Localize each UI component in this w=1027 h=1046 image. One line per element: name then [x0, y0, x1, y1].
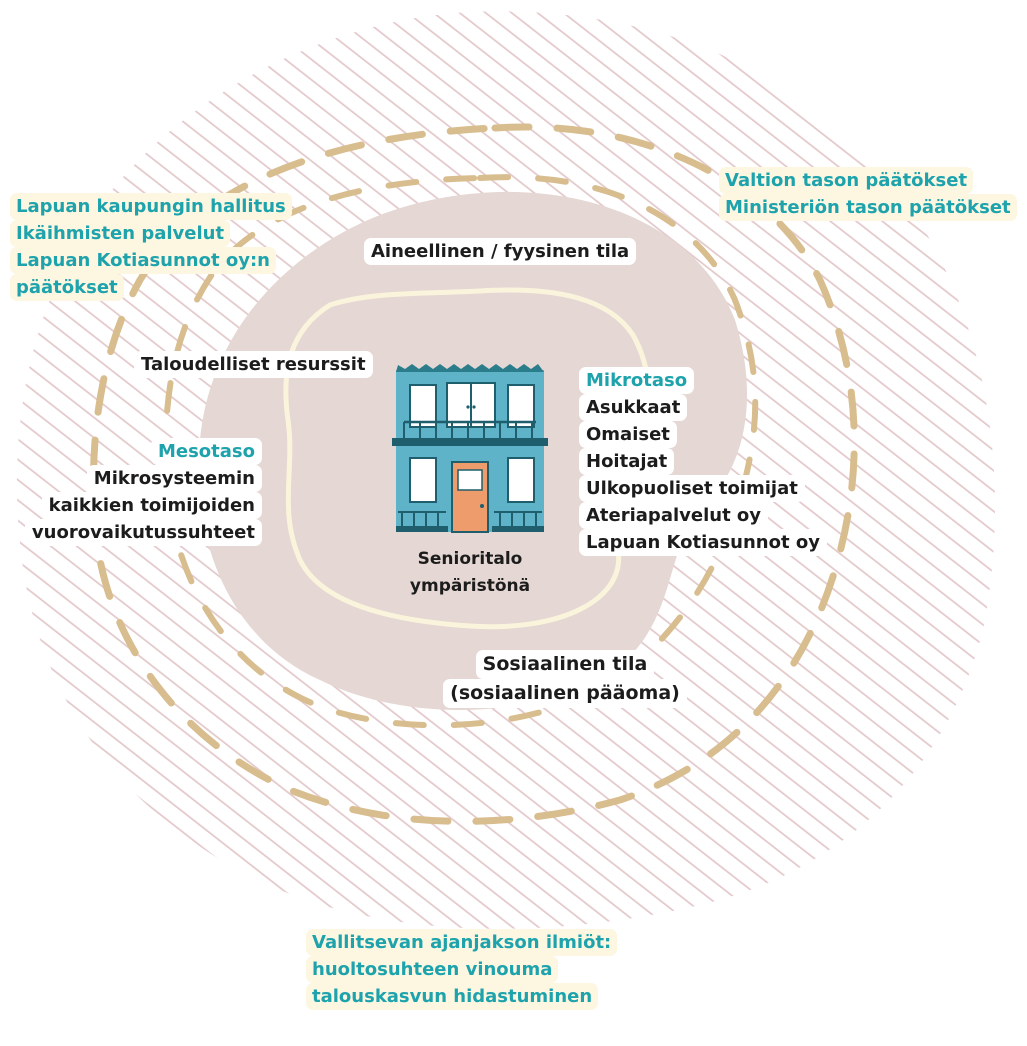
- period-phenomena-label: Vallitsevan ajanjakson ilmiöt: huoltosuh…: [306, 929, 618, 1010]
- micro-line: Hoitajat: [579, 448, 675, 475]
- state-line: Ministeriön tason päätökset: [719, 194, 1017, 221]
- micro-line: Asukkaat: [579, 394, 688, 421]
- micro-title: Mikrotaso: [579, 367, 695, 394]
- center-line: Senioritalo: [417, 549, 523, 569]
- period-line: talouskasvun hidastuminen: [306, 983, 599, 1010]
- center-line: ympäristönä: [409, 576, 531, 596]
- meso-line: vuorovaikutussuhteet: [24, 519, 262, 546]
- social-space-label: Sosiaalinen tila (sosiaalinen pääoma): [420, 650, 710, 708]
- governance-line: Lapuan kaupungin hallitus: [10, 193, 292, 220]
- economic-resources-label: Taloudelliset resurssit: [134, 351, 373, 378]
- governance-label: Lapuan kaupungin hallitus Ikäihmisten pa…: [10, 193, 292, 301]
- period-line: Vallitsevan ajanjakson ilmiöt:: [306, 929, 618, 956]
- social-line: (sosiaalinen pääoma): [443, 679, 687, 708]
- inner-ring: [283, 287, 651, 630]
- state-line: Valtion tason päätökset: [719, 167, 974, 194]
- micro-level-label: Mikrotaso Asukkaat Omaiset Hoitajat Ulko…: [579, 367, 827, 556]
- middle-dashed-ring: [162, 174, 759, 729]
- meso-line: Mikrosysteemin: [86, 465, 262, 492]
- material-space-text: Aineellinen / fyysinen tila: [364, 238, 637, 265]
- meso-line: kaikkien toimijoiden: [41, 492, 262, 519]
- governance-line: Ikäihmisten palvelut: [10, 220, 231, 247]
- micro-line: Ulkopuoliset toimijat: [579, 475, 805, 502]
- economic-resources-text: Taloudelliset resurssit: [134, 351, 373, 378]
- material-space-label: Aineellinen / fyysinen tila: [364, 238, 637, 265]
- governance-line: Lapuan Kotiasunnot oy:n: [10, 247, 276, 274]
- state-decisions-label: Valtion tason päätökset Ministeriön taso…: [719, 167, 1017, 221]
- social-line: Sosiaalinen tila: [475, 650, 655, 679]
- governance-line: päätökset: [10, 274, 124, 301]
- house-icon: [392, 364, 548, 533]
- meso-level-label: Mesotaso Mikrosysteemin kaikkien toimijo…: [4, 438, 262, 546]
- meso-title: Mesotaso: [150, 438, 262, 465]
- period-line: huoltosuhteen vinouma: [306, 956, 559, 983]
- micro-line: Lapuan Kotiasunnot oy: [579, 529, 827, 556]
- micro-line: Ateriapalvelut oy: [579, 502, 769, 529]
- micro-line: Omaiset: [579, 421, 677, 448]
- center-caption: Senioritalo ympäristönä: [380, 546, 560, 600]
- outer-dashed-ring: [90, 123, 858, 825]
